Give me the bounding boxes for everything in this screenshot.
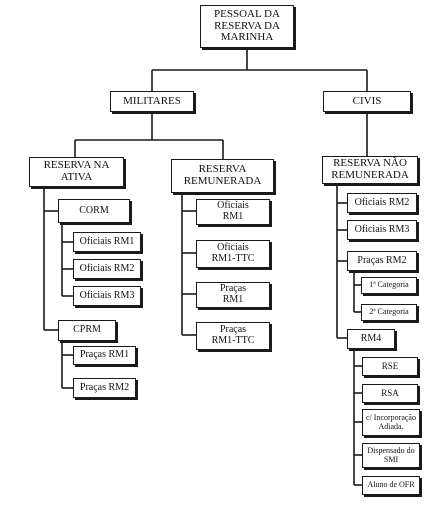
node-rnr-pracas-rm2: Praças RM2 <box>347 251 417 271</box>
node-rm4-aluno-ofr: Aluno de OFR <box>362 476 420 495</box>
node-rm4-dispensado-smi: Dispensado do SMI <box>362 443 420 468</box>
node-rnr-oficiais-rm3: Oficiais RM3 <box>347 220 417 240</box>
node-rr-oficiais-rm1-ttc: Oficiais RM1-TTC <box>196 240 270 268</box>
node-pessoal-reserva-marinha: PESSOAL DA RESERVA DA MARINHA <box>200 5 294 48</box>
node-rm4: RM4 <box>347 329 395 349</box>
node-reserva-na-ativa: RESERVA NA ATIVA <box>29 157 124 187</box>
node-cprm-pracas-rm1: Praças RM1 <box>73 346 136 365</box>
node-reserva-remunerada: RESERVA REMUNERADA <box>171 159 274 193</box>
node-rr-oficiais-rm1: Oficiais RM1 <box>196 199 270 225</box>
node-rm4-rsa: RSA <box>362 384 418 403</box>
node-civis: CIVIS <box>323 91 411 112</box>
node-militares: MILITARES <box>110 91 194 112</box>
node-rm4-incorporacao-adiada: c/ Incorporação Adiada. <box>362 409 420 436</box>
node-rnr-oficiais-rm2: Oficiais RM2 <box>347 193 417 213</box>
node-pracas-rm2-1a-categoria: 1ª Categoria <box>361 277 417 294</box>
node-corm: CORM <box>58 199 130 223</box>
node-corm-oficiais-rm3: Oficiais RM3 <box>73 286 141 306</box>
node-rr-pracas-rm1-ttc: Praças RM1-TTC <box>196 322 270 350</box>
node-cprm: CPRM <box>58 320 116 341</box>
node-pracas-rm2-2a-categoria: 2ª Categoria <box>361 304 417 321</box>
node-rm4-rse: RSE <box>362 357 418 376</box>
node-corm-oficiais-rm1: Oficiais RM1 <box>73 232 141 252</box>
node-cprm-pracas-rm2: Praças RM2 <box>73 378 136 398</box>
node-reserva-nao-remunerada: RESERVA NÃO REMUNERADA <box>322 156 418 184</box>
node-corm-oficiais-rm2: Oficiais RM2 <box>73 259 141 279</box>
node-rr-pracas-rm1: Praças RM1 <box>196 282 270 308</box>
